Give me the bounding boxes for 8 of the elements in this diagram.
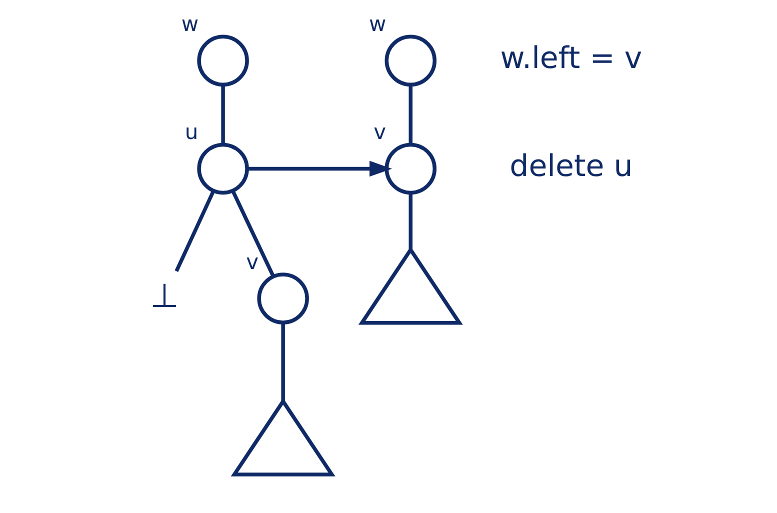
node-label: w (181, 12, 199, 36)
node-text: ⊥ (150, 276, 179, 315)
label: w.left = v (500, 41, 642, 76)
node-label: u (184, 120, 198, 144)
node-label: v (374, 120, 386, 144)
label: delete u (510, 149, 633, 184)
node-label: v (246, 250, 259, 274)
node-label: w (369, 12, 386, 36)
